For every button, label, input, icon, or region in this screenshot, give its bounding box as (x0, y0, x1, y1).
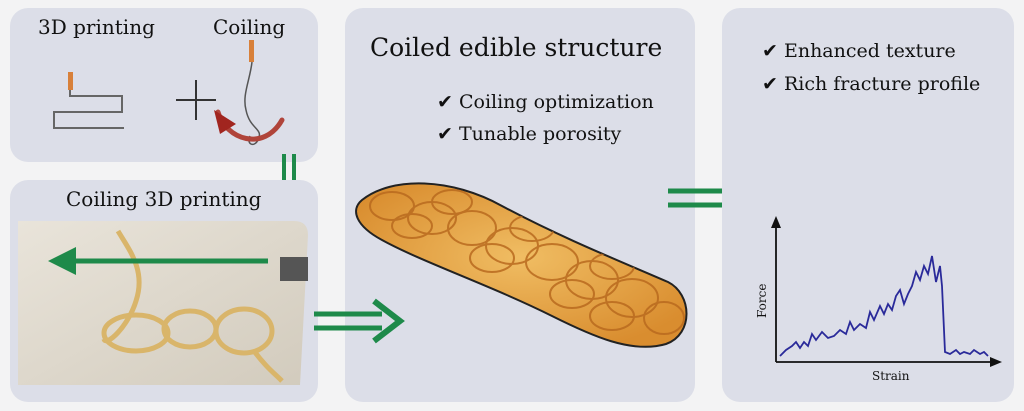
force-curve (779, 255, 989, 357)
bullet-rich-fracture-profile: ✔ Rich fracture profile (762, 73, 981, 95)
check-icon: ✔ (762, 73, 778, 95)
y-axis-label: Force (755, 284, 769, 318)
y-axis-arrow (771, 216, 781, 228)
bullet-tunable-porosity: ✔ Tunable porosity (437, 123, 622, 145)
check-icon: ✔ (437, 123, 453, 145)
plus-icon (176, 80, 216, 120)
x-axis-label: Strain (872, 369, 910, 383)
nozzle-icon (249, 40, 254, 62)
printing-path-icon (53, 72, 124, 129)
check-icon: ✔ (437, 91, 453, 113)
printing-photo (18, 221, 308, 385)
force-strain-plot: Strain Force (755, 216, 1002, 383)
nozzle-icon (68, 72, 73, 90)
panel-title-coiling-printing: Coiling 3D printing (66, 187, 262, 211)
panel-title-coiled-structure: Coiled edible structure (370, 33, 663, 62)
label-3d-printing: 3D printing (38, 15, 155, 39)
bullet-coiling-optimization: ✔ Coiling optimization (437, 91, 654, 113)
check-icon: ✔ (762, 40, 778, 62)
bullet-enhanced-texture: ✔ Enhanced texture (762, 40, 956, 62)
panel-texture (722, 8, 1014, 402)
coiled-pasta-image (355, 182, 688, 348)
label-coiling: Coiling (213, 15, 286, 39)
double-arrow-icon (314, 298, 405, 344)
x-axis-arrow (990, 357, 1002, 367)
coiling-nozzle-icon (214, 40, 285, 146)
